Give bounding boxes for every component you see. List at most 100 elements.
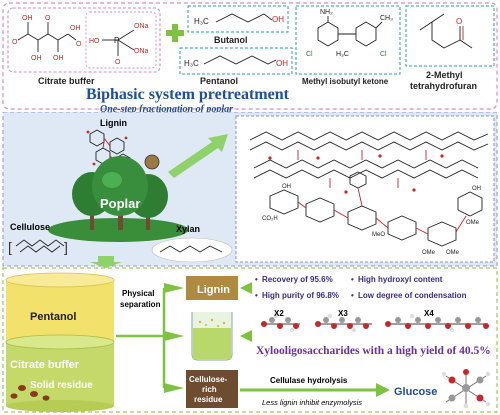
physical-label-line1: Physical xyxy=(122,289,154,298)
structure-atom: OH xyxy=(282,184,291,190)
phosphate-atom: O xyxy=(115,59,121,66)
pentanol-layer-label: Pentanol xyxy=(30,311,76,323)
xylan-bubble xyxy=(151,237,233,263)
zoom-arrow xyxy=(168,134,228,178)
hydrolysis-arrowhead xyxy=(376,383,390,397)
butanol-structure: H₃C OH xyxy=(194,13,284,26)
mthf-atom: O xyxy=(456,17,462,26)
mibk-atom: NH₂ xyxy=(320,9,333,16)
title-block: Biphasic system pretreatment One-step fr… xyxy=(86,86,326,116)
lignin-box-label: Lignin xyxy=(197,284,230,296)
mibk-box xyxy=(295,5,401,75)
xos-label: X4 xyxy=(424,309,434,318)
phosphate-atom: ONa xyxy=(134,48,149,55)
residue-label-line3: residue xyxy=(194,395,223,404)
property-text: Low degree of condensation xyxy=(358,291,467,300)
glucose-label: Glucose xyxy=(394,386,437,398)
structure-atom: OMe xyxy=(446,250,460,256)
xylan-chain xyxy=(159,245,223,253)
lignin-properties: • Recovery of 95.6% • High hydroxyl cont… xyxy=(255,275,467,300)
lignin-label: Lignin xyxy=(100,118,127,128)
property-bullet: • xyxy=(255,291,258,300)
property-bullet: • xyxy=(351,275,354,284)
pentanol-atom: H₃C xyxy=(184,59,199,68)
citrate-atom: OH xyxy=(53,55,64,62)
solid-residue-label: Solid residue xyxy=(30,380,93,391)
poplar-trees xyxy=(72,156,168,230)
x3-model xyxy=(315,314,372,332)
structure-atom: OH xyxy=(472,186,481,192)
mthf-label-line1: 2-Methyl xyxy=(426,70,463,80)
phosphate-atom: P xyxy=(114,36,119,45)
residue-label-line1: Cellulose- xyxy=(189,375,228,384)
mthf-label-line2: tetrahydrofuran xyxy=(410,81,477,91)
solvent-panel: O OH OH O OH OH O ONa HO P ONa O Citrate… xyxy=(2,2,498,110)
poplar-panel: Lignin Poplar xyxy=(2,112,498,268)
sub-title: One-step fractionation of poplar xyxy=(100,104,234,115)
citrate-layer-label: Citrate buffer xyxy=(10,359,80,371)
x4-model xyxy=(385,314,489,332)
phosphate-atom: ONa xyxy=(134,23,149,30)
structure-atom: OMe xyxy=(466,220,480,226)
property-bullet: • xyxy=(255,275,258,284)
separation-branches xyxy=(116,283,184,393)
biphasic-cylinder xyxy=(5,272,115,412)
cell-wall-structure: OH OMe MeO OMe CO₂H OH OMe xyxy=(249,131,489,256)
xylo-yield-text: Xylooligosaccharides with a high yield o… xyxy=(256,345,491,357)
beaker-icon xyxy=(191,312,233,361)
structure-atom: MeO xyxy=(372,232,385,238)
mthf-box xyxy=(405,5,495,67)
mibk-label: Methyl isobutyl ketone xyxy=(302,77,389,86)
xos-models: X2 X3 X4 xyxy=(261,309,489,332)
citrate-atom: O xyxy=(12,39,18,46)
svg-text:]: ] xyxy=(64,239,68,255)
mibk-atom: H₃C xyxy=(336,51,349,58)
solvent-frame xyxy=(2,2,498,110)
mibk-atom: CH₃ xyxy=(380,15,393,22)
citrate-atom: OH xyxy=(70,25,81,32)
property-text: Recovery of 95.6% xyxy=(262,275,333,284)
plus-icon xyxy=(166,24,184,42)
physical-label-line2: separation xyxy=(120,300,161,309)
property-text: High purity of 96.8% xyxy=(262,291,339,300)
lignin-arrow xyxy=(240,282,252,294)
lignin-box xyxy=(186,276,238,300)
cellulose-residue-box xyxy=(186,370,238,408)
mibk-atom: Cl xyxy=(380,51,387,58)
property-bullet: • xyxy=(351,291,354,300)
residue-label-line2: rich xyxy=(202,385,217,394)
mibk-atom: Cl xyxy=(306,51,313,58)
main-title: Biphasic system pretreatment xyxy=(86,86,289,103)
citrate-atom: OH xyxy=(22,15,33,22)
structure-atom: CO₂H xyxy=(262,216,278,222)
phosphate-structure: ONa HO P ONa O xyxy=(89,23,149,66)
structure-frame xyxy=(235,115,495,263)
x2-model xyxy=(261,314,300,332)
less-lignin-label: Less lignin inhibit enzymolysis xyxy=(262,398,362,407)
citrate-buffer-label: Citrate buffer xyxy=(38,76,95,86)
cellulose-label: Cellulose xyxy=(10,222,50,232)
butanol-atom: OH xyxy=(272,15,284,24)
fractionation-panel: Pentanol Citrate buffer Solid residue Ph… xyxy=(2,267,498,413)
citrate-box xyxy=(7,7,161,73)
citric-acid-structure: O OH OH O OH OH O xyxy=(12,15,82,62)
glucose-model xyxy=(441,369,491,409)
citrate-atom: O xyxy=(76,41,82,48)
butanol-label: Butanol xyxy=(214,35,248,45)
xos-label: X3 xyxy=(338,309,348,318)
butanol-atom: H₃C xyxy=(194,17,209,26)
magnifier-icon xyxy=(144,154,160,170)
xylan-label: Xylan xyxy=(176,224,200,234)
pentanol-atom: OH xyxy=(276,59,288,68)
pentanol-label: Pentanol xyxy=(200,76,238,86)
phosphate-box xyxy=(85,11,157,69)
xos-label: X2 xyxy=(274,309,284,318)
pentanol-structure: H₃C OH xyxy=(184,55,288,68)
mibk-structure: NH₂ CH₃ Cl H₃C Cl xyxy=(306,9,393,58)
cellulose-mini-structure: [ ] xyxy=(8,239,68,255)
mthf-structure: O xyxy=(419,13,473,49)
property-text: High hydroxyl content xyxy=(358,275,443,284)
down-arrow xyxy=(90,256,122,268)
citrate-atom: OH xyxy=(31,55,42,62)
